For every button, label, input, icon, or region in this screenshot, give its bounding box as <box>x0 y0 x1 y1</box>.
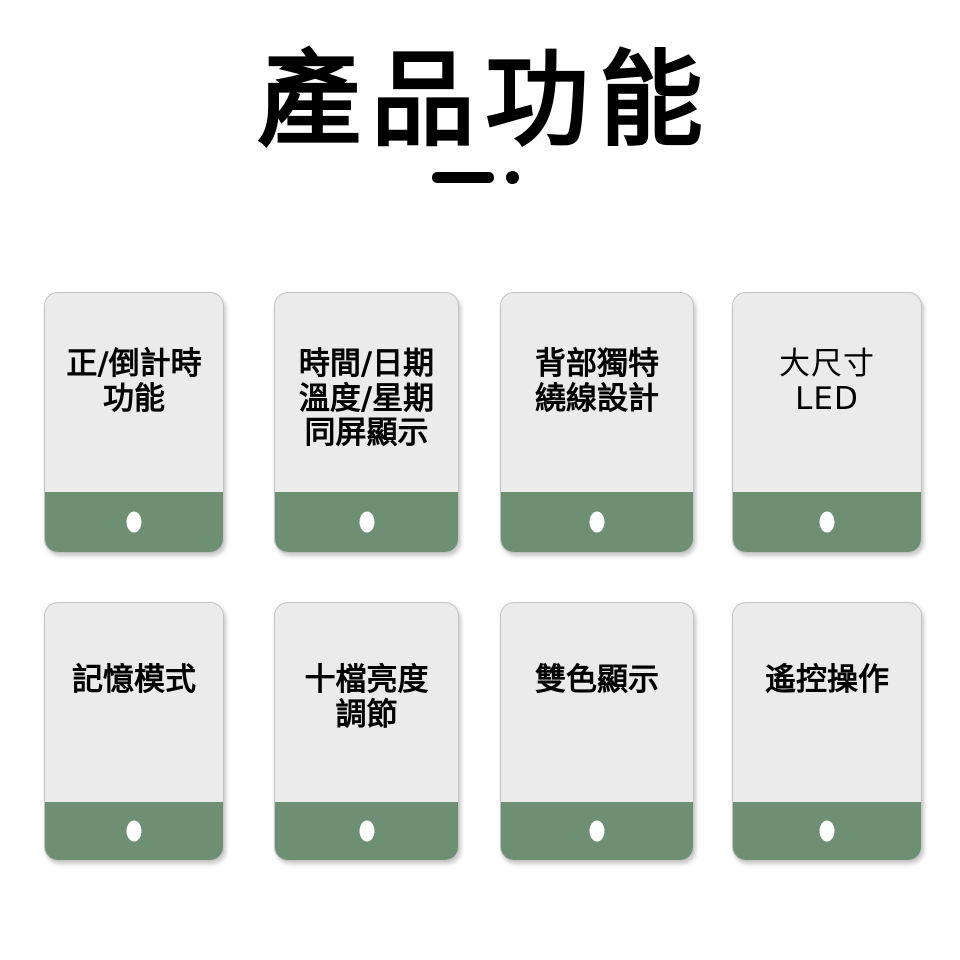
feature-card-dual-color-display[interactable]: 雙色顯示 <box>500 602 694 861</box>
dot-icon <box>506 171 519 185</box>
lens-icon <box>359 820 374 842</box>
card-accent-band <box>733 492 921 552</box>
feature-card-label: 雙色顯示 <box>535 662 659 698</box>
feature-card-countdown-timer[interactable]: 正/倒計時 功能 <box>44 292 224 553</box>
page-title: 產品功能 <box>256 39 713 161</box>
page-header: 產品功能 <box>0 0 960 186</box>
lens-icon <box>126 820 142 842</box>
lens-icon <box>589 820 605 842</box>
lens-icon <box>359 511 374 533</box>
lens-icon <box>126 511 142 533</box>
feature-card-rear-cable-routing[interactable]: 背部獨特 繞線設計 <box>500 292 694 553</box>
dash-icon <box>432 172 494 184</box>
lens-icon <box>589 511 605 533</box>
card-accent-band <box>275 492 458 552</box>
feature-card-remote-control[interactable]: 遙控操作 <box>732 602 922 861</box>
feature-card-label: 記憶模式 <box>72 662 196 698</box>
card-accent-band <box>501 802 693 860</box>
title-divider <box>432 166 528 186</box>
lens-icon <box>819 820 835 842</box>
feature-card-label: 背部獨特 繞線設計 <box>535 346 659 417</box>
lens-icon <box>819 511 835 533</box>
feature-card-ten-level-brightness[interactable]: 十檔亮度 調節 <box>274 602 459 861</box>
feature-card-time-date-temp-weekday[interactable]: 時間/日期 溫度/星期 同屏顯示 <box>274 292 459 553</box>
feature-card-memory-mode[interactable]: 記憶模式 <box>44 602 224 861</box>
card-accent-band <box>733 802 921 860</box>
feature-card-label: 時間/日期 溫度/星期 同屏顯示 <box>298 346 435 452</box>
feature-card-label: 遙控操作 <box>765 662 889 698</box>
card-accent-band <box>501 492 693 552</box>
feature-card-large-led[interactable]: 大尺寸 LED <box>732 292 922 553</box>
card-accent-band <box>45 492 223 552</box>
feature-card-label: 十檔亮度 調節 <box>304 662 429 733</box>
card-accent-band <box>45 802 223 860</box>
feature-card-label: 大尺寸 LED <box>779 346 875 417</box>
card-accent-band <box>275 802 458 860</box>
feature-card-label: 正/倒計時 功能 <box>66 346 202 417</box>
